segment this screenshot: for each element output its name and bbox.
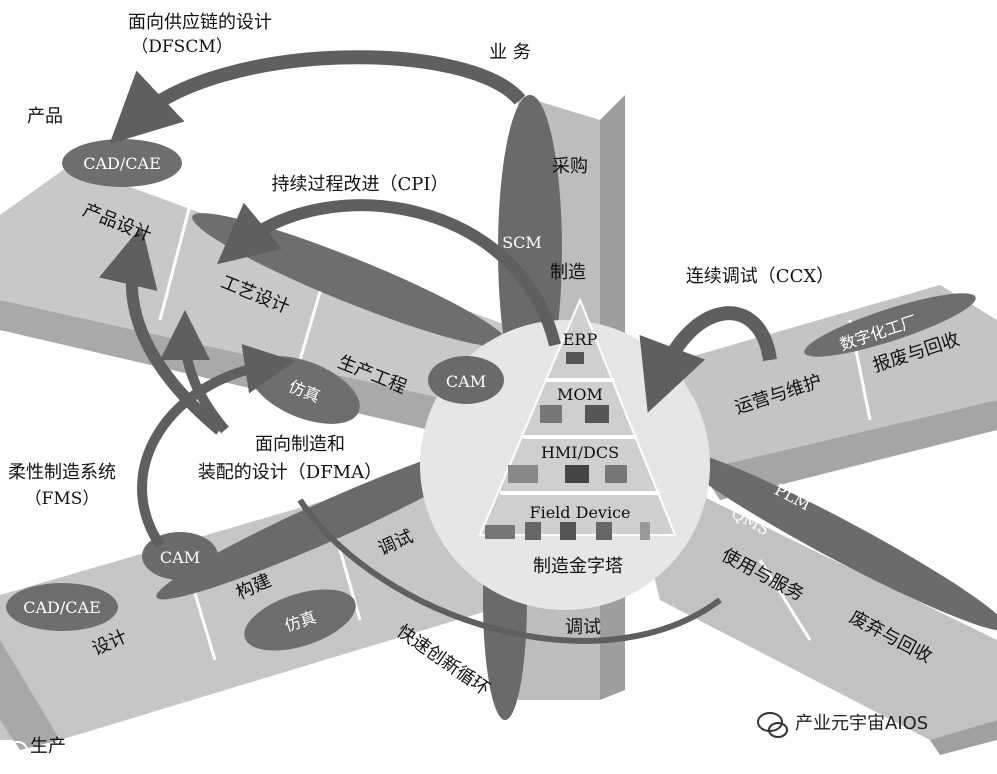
fms-label-line1: 柔性制造系统 <box>8 462 116 483</box>
product-label: 产品 <box>27 106 63 127</box>
rapid-innovation-label: 快速创新循环 <box>393 621 494 700</box>
cpi-label: 持续过程改进（CPI） <box>272 174 449 195</box>
procurement-label: 采购 <box>552 156 588 177</box>
wechat-watermark: 产业元宇宙AIOS <box>757 712 928 738</box>
service-band <box>640 495 997 755</box>
manufacturing-pyramid <box>478 297 677 540</box>
dfscm-label-line2: （DFSCM） <box>131 37 233 57</box>
pyramid-tier-mom: MOM <box>557 385 603 404</box>
cpi-arrow <box>216 199 561 347</box>
cam-center-label: CAM <box>446 372 486 391</box>
cam-left-label: CAM <box>160 548 200 567</box>
dfma-band-ellipse <box>156 440 504 600</box>
pyramid-tier-hmi-dcs: HMI/DCS <box>541 443 619 462</box>
commissioning-bottom-label: 调试 <box>565 617 601 638</box>
dfscm-label-line1: 面向供应链的设计 <box>128 12 272 33</box>
pyramid-tier-erp: ERP <box>563 330 598 349</box>
fms-label-line2: （FMS） <box>25 489 100 509</box>
scm-label: SCM <box>502 233 542 252</box>
production-label: 生产 <box>30 736 66 757</box>
pyramid-tier-field-device: Field Device <box>529 503 630 522</box>
rapid-innovation-arrow <box>297 498 722 644</box>
cad-cae-bottom-label: CAD/CAE <box>23 598 101 617</box>
ccx-label: 连续调试（CCX） <box>686 266 834 287</box>
manufacturing-label: 制造 <box>550 262 586 283</box>
cam-center-ellipse <box>428 356 504 404</box>
svg-text:数跨境: 数跨境 <box>66 742 117 762</box>
plm-band-ellipse <box>671 449 997 631</box>
dfma-label-line1: 面向制造和 <box>255 434 345 455</box>
pyramid-caption: 制造金字塔 <box>533 556 623 577</box>
ccx-arrow <box>639 306 777 413</box>
cad-cae-top-ellipse <box>62 139 182 187</box>
watermark-logo-icon <box>8 741 28 761</box>
dfma-arrow-2 <box>160 310 229 434</box>
simulation-lower-ellipse <box>244 589 356 651</box>
dfma-arrow-1 <box>99 225 224 435</box>
digital-factory-ellipse <box>804 293 976 357</box>
business-label: 业 务 <box>489 42 531 63</box>
fms-arrow <box>137 344 295 548</box>
svg-text:产业元宇宙AIOS: 产业元宇宙AIOS <box>795 713 928 734</box>
dfscm-arrow <box>109 50 526 144</box>
dfma-label-line2: 装配的设计（DFMA） <box>198 462 382 483</box>
cad-cae-top-label: CAD/CAE <box>83 154 161 173</box>
corner-watermark: 数跨境 <box>8 741 117 762</box>
cad-cae-bottom-ellipse <box>6 583 118 631</box>
